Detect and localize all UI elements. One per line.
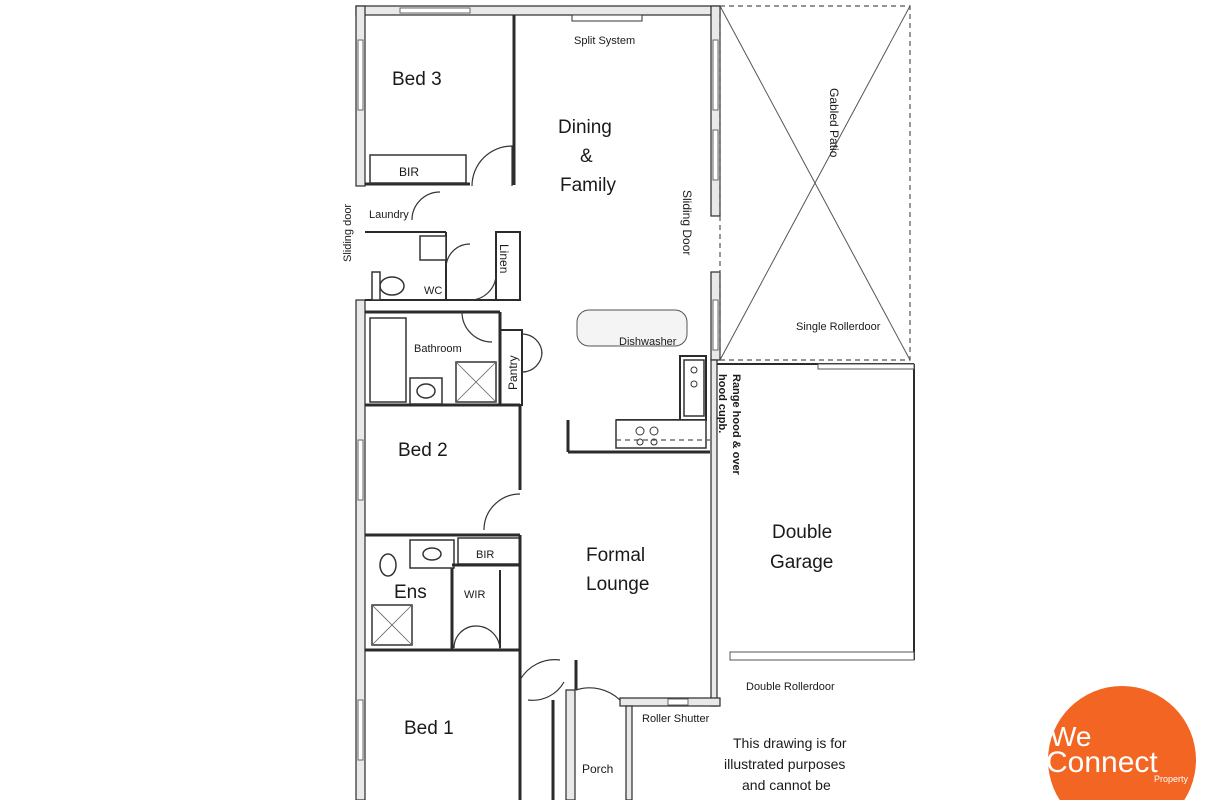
label-formal-lounge-1: Formal — [586, 545, 645, 566]
label-double-rollerdoor: Double Rollerdoor — [746, 681, 835, 693]
label-wir: WIR — [464, 589, 485, 601]
label-range-hood-1: Range hood & over — [730, 374, 742, 476]
disclaimer-line2: illustrated purposes — [724, 756, 845, 772]
label-gabled-patio: Gabled Patio — [827, 88, 841, 158]
logo-sub-property: Property — [1154, 774, 1189, 784]
doors — [411, 145, 621, 701]
label-bed3: Bed 3 — [392, 69, 442, 90]
interior-walls — [365, 15, 710, 800]
label-double-garage-2: Garage — [770, 552, 833, 573]
label-wc: WC — [424, 285, 442, 297]
logo-word-connect: Connect — [1046, 746, 1158, 779]
label-bed1: Bed 1 — [404, 718, 454, 739]
label-ens: Ens — [394, 582, 427, 603]
gabled-patio — [719, 5, 911, 361]
we-connect-logo: We Connect Property — [1046, 686, 1196, 800]
label-bir-mid: BIR — [476, 549, 494, 561]
label-roller-shutter: Roller Shutter — [642, 713, 710, 725]
double-garage — [717, 363, 915, 661]
disclaimer: This drawing is for illustrated purposes… — [724, 735, 847, 793]
room-labels: Bed 3 BIR Split System Dining & Family S… — [342, 35, 881, 776]
label-bed2: Bed 2 — [398, 440, 448, 461]
label-sliding-door-left: Sliding door — [342, 204, 354, 262]
disclaimer-line3: and cannot be — [742, 777, 831, 793]
label-single-rollerdoor: Single Rollerdoor — [796, 321, 881, 333]
label-porch: Porch — [582, 762, 613, 776]
label-formal-lounge-2: Lounge — [586, 574, 649, 595]
label-split-system: Split System — [574, 35, 635, 47]
label-pantry: Pantry — [506, 355, 520, 390]
label-double-garage-1: Double — [772, 522, 832, 543]
label-dishwasher: Dishwasher — [619, 336, 677, 348]
disclaimer-line1: This drawing is for — [733, 735, 847, 751]
windows — [357, 7, 719, 761]
label-dining-2: & — [580, 146, 593, 167]
label-laundry: Laundry — [369, 209, 409, 221]
label-sliding-door-right: Sliding Door — [680, 190, 694, 255]
logo-word-we: We — [1050, 721, 1092, 752]
label-dining-3: Family — [560, 175, 616, 196]
label-linen: Linen — [497, 244, 511, 273]
label-range-hood-2: hood cupb. — [716, 374, 728, 433]
label-bathroom: Bathroom — [414, 343, 462, 355]
label-bir-top: BIR — [399, 165, 419, 179]
label-dining-1: Dining — [558, 117, 612, 138]
